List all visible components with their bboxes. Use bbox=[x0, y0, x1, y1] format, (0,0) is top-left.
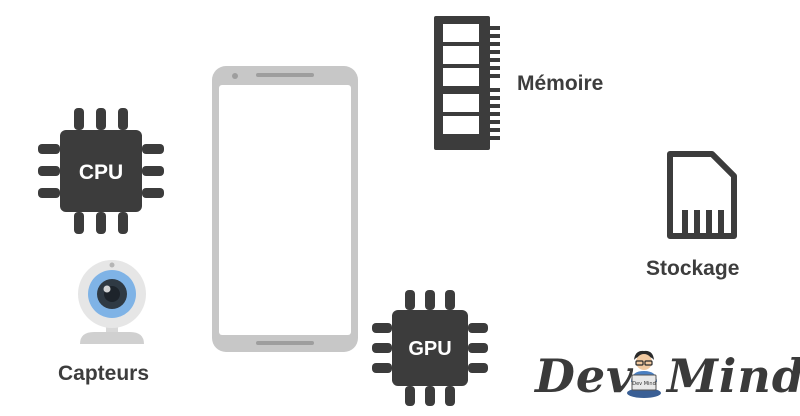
sensors-label: Capteurs bbox=[58, 362, 150, 385]
cpu-label: CPU bbox=[79, 161, 123, 184]
devmind-logo: Dev Dev Mind Mind bbox=[535, 346, 800, 406]
storage-label: Stockage bbox=[646, 257, 740, 280]
logo-mascot-icon: Dev Mind bbox=[627, 350, 661, 398]
logo-word-dev: Dev bbox=[535, 349, 634, 403]
gpu-chip-icon: GPU bbox=[372, 290, 488, 406]
storage-sd-card-icon bbox=[667, 151, 737, 239]
memory-label: Mémoire bbox=[517, 72, 604, 95]
smartphone-icon bbox=[212, 66, 358, 352]
memory-ram-icon bbox=[434, 16, 500, 150]
logo-word-mind: Mind bbox=[667, 349, 800, 403]
cpu-chip-icon: CPU bbox=[38, 108, 164, 234]
gpu-label: GPU bbox=[408, 338, 451, 360]
webcam-sensor-icon bbox=[78, 260, 146, 344]
logo-badge-text: Dev Mind bbox=[632, 381, 656, 387]
